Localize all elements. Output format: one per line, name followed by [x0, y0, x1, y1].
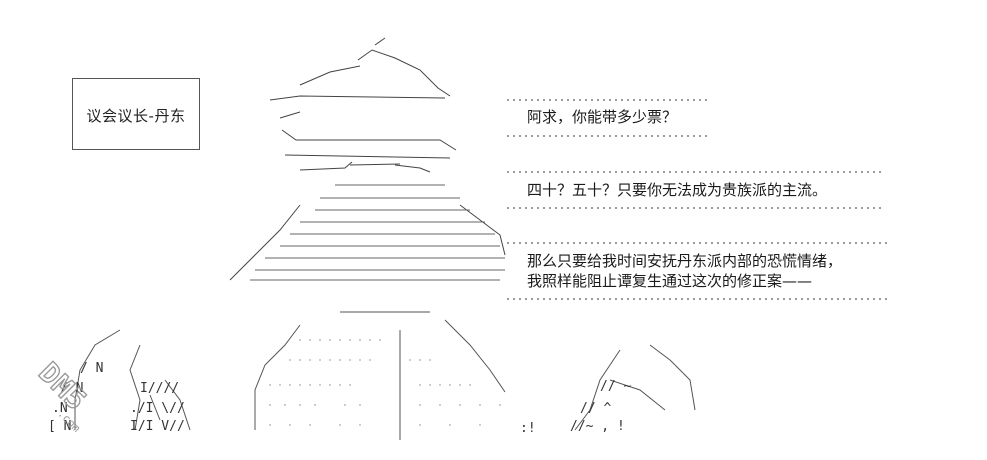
speaker-name-box: 议会议长-丹东 [72, 78, 200, 150]
svg-text:// ~: // ~ [600, 379, 631, 394]
watermark-logo: DM5 .com [32, 355, 95, 435]
torso-right-edge [444, 319, 506, 393]
eye-right [394, 164, 431, 173]
dialog-1-line-1: 阿求，你能带多少票？ [527, 108, 678, 126]
left-arm [74, 329, 141, 431]
svg-text:[ N: [ N [48, 419, 71, 434]
dialog-1-top-dots [505, 98, 711, 102]
svg-text:I////: I//// [140, 381, 179, 396]
svg-text:.N: .N [52, 401, 68, 416]
eye-left [299, 161, 353, 171]
dialog-3-line-1: 那么只要给我时间安抚丹东派内部的恐慌情绪， [527, 252, 843, 270]
hair-outline [299, 37, 451, 97]
dialog-3-top-dots [505, 241, 890, 245]
svg-text:.com: .com [55, 407, 83, 435]
svg-text:I/I V//: I/I V// [130, 419, 185, 434]
svg-text:/ N: / N [60, 381, 83, 396]
right-arm [574, 344, 696, 431]
right-hand [609, 379, 666, 411]
svg-text:/ N: / N [80, 361, 103, 376]
dialog-2-bottom-dots [505, 206, 885, 210]
dialog-1-bottom-dots [505, 134, 711, 138]
svg-text:// ^: // ^ [580, 401, 611, 416]
svg-text:./I \//: ./I \// [130, 401, 185, 416]
dialog-3-line-2: 我照样能阻止谭复生通过这次的修正案—— [527, 272, 813, 290]
brow-lines [349, 163, 401, 166]
dialog-3-bottom-dots [505, 297, 890, 301]
speaker-name: 议会议长-丹东 [86, 107, 186, 125]
torso-left-edge [254, 324, 301, 430]
head-outline [269, 95, 457, 159]
dialog-2-top-dots [505, 170, 885, 174]
dialog-2-line-1: 四十？五十？只要你无法成为贵族派的主流。 [527, 181, 828, 199]
svg-text://~ , !: //~ , ! [570, 419, 625, 434]
svg-text::!: :! [520, 421, 536, 436]
shoulder-outline [229, 204, 506, 281]
left-hand [149, 379, 191, 431]
watermark: DM5 .com [12, 352, 122, 442]
